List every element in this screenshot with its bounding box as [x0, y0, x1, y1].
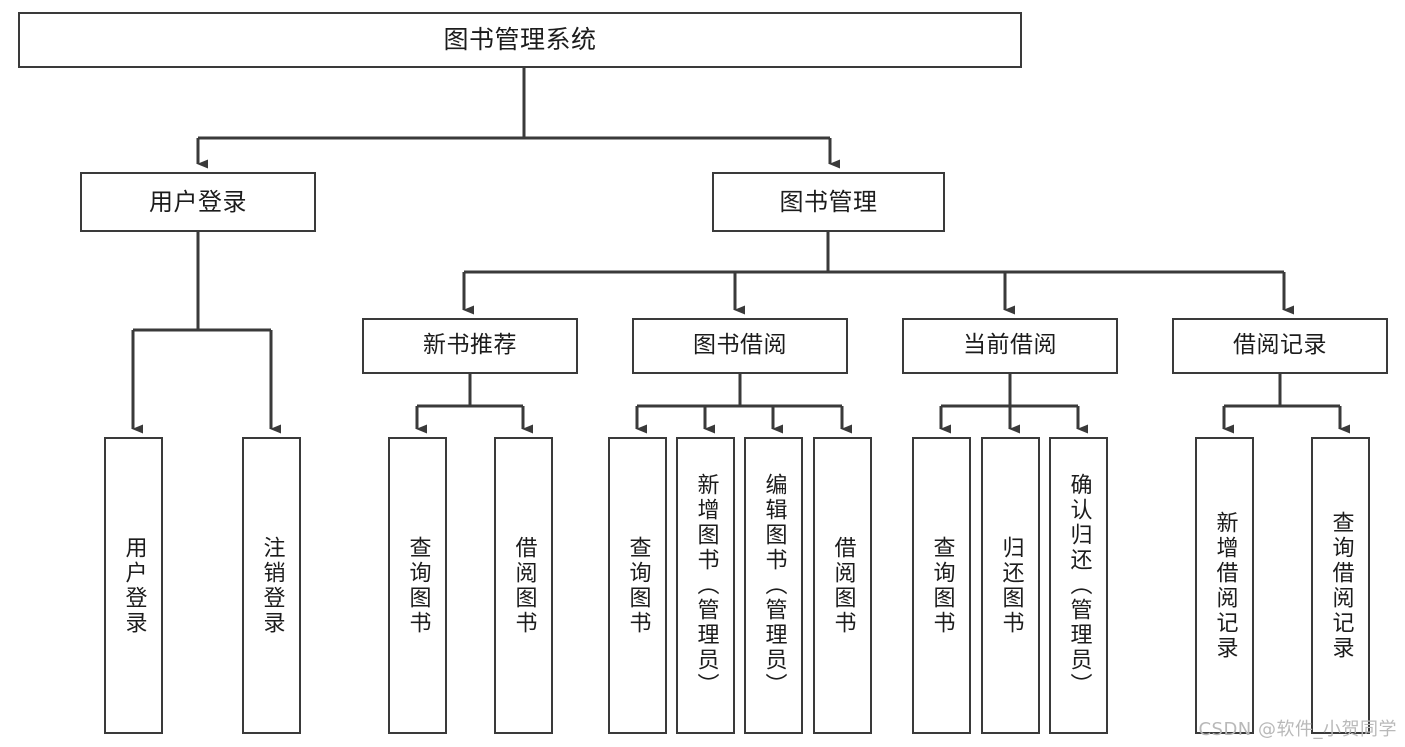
- node-new-book-recommend[interactable]: 新书推荐: [362, 318, 578, 374]
- leaf-add-book-admin[interactable]: 新增图书（管理员）: [676, 437, 735, 734]
- node-book-manage[interactable]: 图书管理: [712, 172, 945, 232]
- leaf-return-book[interactable]: 归还图书: [981, 437, 1040, 734]
- node-label: 注销登录: [259, 535, 285, 636]
- node-label: 图书管理: [779, 187, 878, 216]
- node-label: 图书借阅: [693, 332, 787, 359]
- leaf-borrow-book-2[interactable]: 借阅图书: [813, 437, 872, 734]
- node-label: 借阅图书: [830, 535, 856, 636]
- leaf-query-borrow-record[interactable]: 查询借阅记录: [1311, 437, 1370, 734]
- node-label: 查询借阅记录: [1328, 510, 1354, 661]
- node-label: 当前借阅: [963, 332, 1057, 359]
- node-label: 借阅记录: [1233, 332, 1327, 359]
- node-label: 编辑图书（管理员）: [761, 473, 787, 698]
- node-label: 查询图书: [405, 535, 431, 636]
- node-label: 图书管理系统: [443, 25, 597, 54]
- node-book-borrow[interactable]: 图书借阅: [632, 318, 848, 374]
- leaf-query-book-2[interactable]: 查询图书: [608, 437, 667, 734]
- node-label: 用户登录: [149, 187, 247, 216]
- node-label: 新增借阅记录: [1212, 510, 1238, 661]
- node-label: 确认归还（管理员）: [1066, 473, 1092, 698]
- node-current-borrow[interactable]: 当前借阅: [902, 318, 1118, 374]
- node-label: 借阅图书: [511, 535, 537, 636]
- leaf-borrow-book-1[interactable]: 借阅图书: [494, 437, 553, 734]
- node-label: 查询图书: [929, 535, 955, 636]
- node-user-login[interactable]: 用户登录: [80, 172, 316, 232]
- node-label: 用户登录: [121, 535, 147, 636]
- node-label: 查询图书: [625, 535, 651, 636]
- leaf-query-book-3[interactable]: 查询图书: [912, 437, 971, 734]
- node-borrow-record[interactable]: 借阅记录: [1172, 318, 1388, 374]
- node-label: 新增图书（管理员）: [693, 473, 719, 698]
- leaf-user-login[interactable]: 用户登录: [104, 437, 163, 734]
- leaf-add-borrow-record[interactable]: 新增借阅记录: [1195, 437, 1254, 734]
- node-label: 归还图书: [998, 535, 1024, 636]
- leaf-confirm-return-admin[interactable]: 确认归还（管理员）: [1049, 437, 1108, 734]
- node-label: 新书推荐: [423, 332, 517, 359]
- leaf-edit-book-admin[interactable]: 编辑图书（管理员）: [744, 437, 803, 734]
- node-root-system[interactable]: 图书管理系统: [18, 12, 1022, 68]
- leaf-logout-login[interactable]: 注销登录: [242, 437, 301, 734]
- csdn-watermark: CSDN @软件_小贺同学: [1198, 719, 1397, 740]
- leaf-query-book-1[interactable]: 查询图书: [388, 437, 447, 734]
